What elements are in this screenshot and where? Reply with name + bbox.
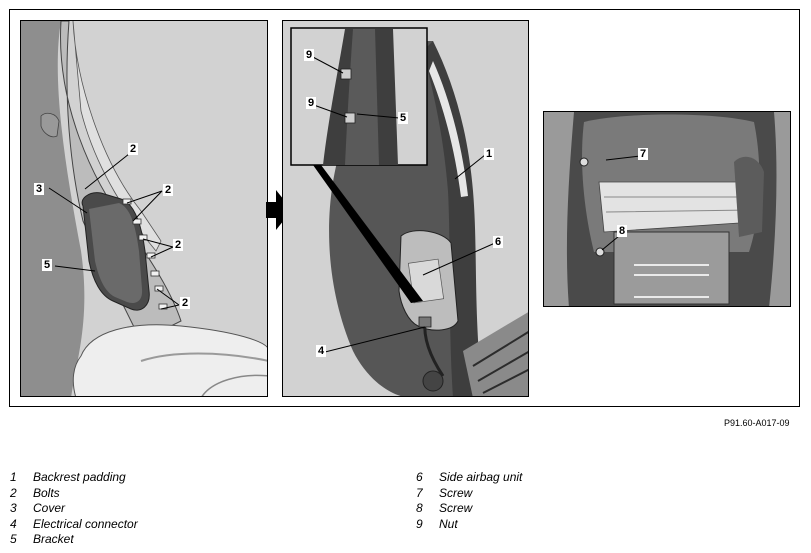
callout-2-middle: 2 bbox=[173, 239, 184, 251]
callout-7: 7 bbox=[638, 148, 649, 160]
callout-9-upper: 9 bbox=[304, 49, 315, 61]
callout-9-lower: 9 bbox=[306, 97, 317, 109]
airbag-unit-illustration bbox=[283, 21, 528, 396]
callout-6: 6 bbox=[493, 236, 504, 248]
callout-4: 4 bbox=[316, 345, 327, 357]
callout-5-inset: 5 bbox=[398, 112, 409, 124]
panel-seat-backrest-side bbox=[20, 20, 268, 397]
sequence-arrow-icon bbox=[266, 190, 292, 235]
panel-airbag-unit bbox=[282, 20, 529, 397]
callout-2-upper: 2 bbox=[163, 184, 174, 196]
callout-5-left: 5 bbox=[42, 259, 53, 271]
callout-8: 8 bbox=[617, 225, 628, 237]
figure-code: P91.60-A017-09 bbox=[724, 418, 790, 428]
callout-2-top: 2 bbox=[128, 143, 139, 155]
callout-2-lower: 2 bbox=[180, 297, 191, 309]
seat-backrest-illustration bbox=[21, 21, 267, 396]
panel-seat-rear-view bbox=[543, 111, 791, 307]
seat-rear-illustration bbox=[544, 112, 790, 306]
callout-3: 3 bbox=[34, 183, 45, 195]
callout-1: 1 bbox=[484, 148, 495, 160]
